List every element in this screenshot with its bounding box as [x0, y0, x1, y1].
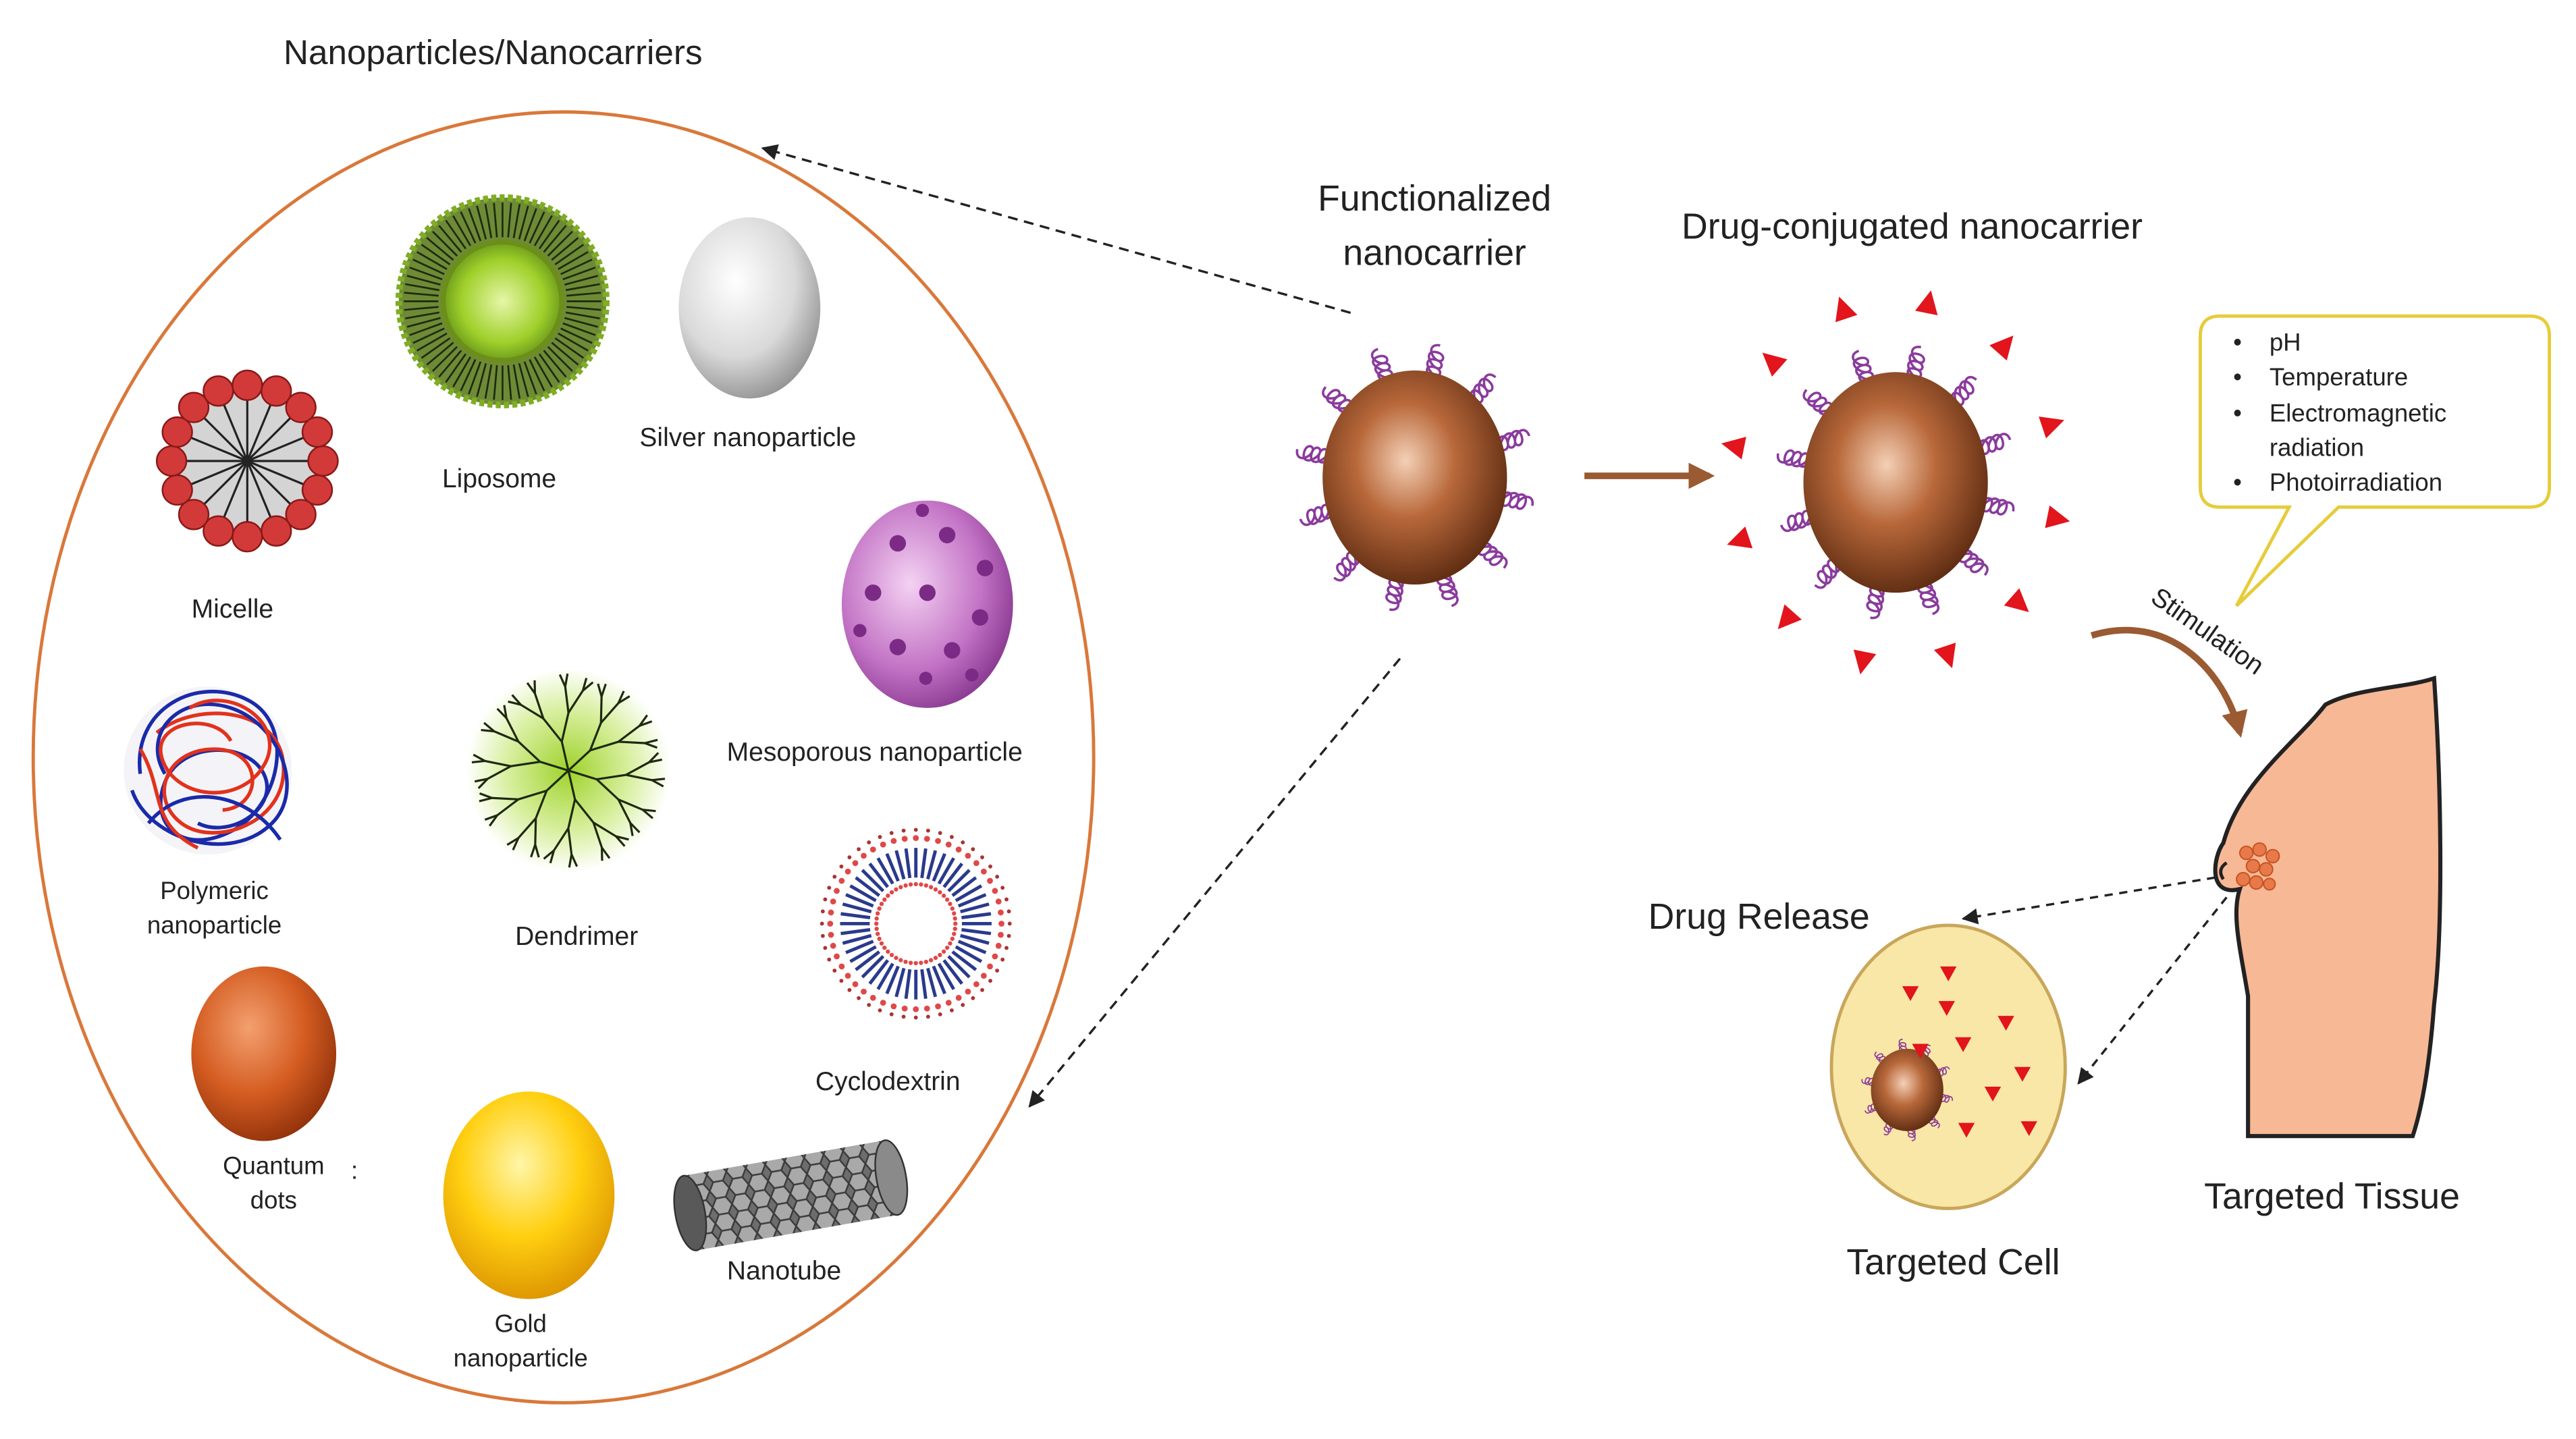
panel-title: Nanoparticles/Nanocarriers: [284, 33, 703, 72]
targeted-tissue-label: Targeted Tissue: [2204, 1176, 2460, 1216]
nanotube-label: Nanotube: [727, 1256, 841, 1285]
dashed-arrow-to-panel-top: [761, 144, 1351, 315]
svg-text:•: •: [2233, 363, 2242, 391]
quantum-dots-illustration: [191, 966, 337, 1141]
mesoporous-nanoparticle-label: Mesoporous nanoparticle: [727, 738, 1023, 767]
svg-text:•: •: [2233, 329, 2242, 356]
dashed-arrow-to-cell: [2077, 896, 2228, 1085]
gold-label-line1: Gold: [495, 1309, 547, 1337]
stimulus-radiation: radiation: [2270, 434, 2364, 462]
liposome-label: Liposome: [442, 464, 556, 493]
drug-conjugated-label: Drug-conjugated nanocarrier: [1682, 207, 2143, 247]
functionalized-nanocarrier: [1294, 342, 1536, 613]
drug-release-label: Drug Release: [1648, 896, 1870, 937]
targeted-cell-label: Targeted Cell: [1846, 1242, 2060, 1282]
stimulus-electromagnetic: Electromagnetic: [2270, 399, 2446, 427]
stimuli-callout: [2198, 314, 2551, 607]
dendrimer-illustration: [466, 668, 671, 873]
micelle-illustration: [155, 369, 339, 553]
nanotube-illustration: [673, 1139, 909, 1251]
gold-nanoparticle-illustration: [443, 1091, 615, 1299]
dashed-arrow-to-panel-bottom: [1028, 657, 1401, 1108]
tumor-cluster: [2236, 842, 2280, 891]
drug-conjugated-nanocarrier: [1721, 290, 2070, 675]
cyclodextrin-illustration: [820, 827, 1012, 1020]
micelle-label: Micelle: [192, 595, 273, 624]
cyclodextrin-label: Cyclodextrin: [815, 1067, 961, 1096]
stimuli-list: • pH • Temperature • Electromagnetic rad…: [2233, 329, 2446, 496]
dendrimer-label: Dendrimer: [515, 922, 638, 951]
quantum-label-line1: Quantum: [223, 1151, 324, 1179]
functionalized-core: [1322, 370, 1507, 585]
silver-nanoparticle-illustration: [678, 217, 821, 399]
stimulus-ph: pH: [2270, 329, 2301, 356]
stimulus-photoirradiation: Photoirradiation: [2270, 468, 2442, 496]
stimulation-arrow: [2090, 626, 2248, 738]
functionalized-label-line2: nanocarrier: [1343, 233, 1526, 273]
nanocarrier-panel-ellipse: [31, 110, 1096, 1405]
gold-label-line2: nanoparticle: [454, 1345, 588, 1372]
svg-text:•: •: [2233, 468, 2242, 496]
liposome-illustration: [395, 194, 610, 408]
stimulus-temperature: Temperature: [2270, 363, 2408, 391]
svg-text:•: •: [2233, 399, 2242, 427]
quantum-label-line2: dots: [250, 1186, 297, 1214]
stray-colon-mark: :: [351, 1157, 358, 1185]
polymeric-label-line2: nanoparticle: [147, 911, 281, 939]
dashed-arrow-to-drug-release: [1961, 876, 2216, 925]
targeted-cell-illustration: [1829, 923, 2067, 1210]
polymeric-label-line1: Polymeric: [160, 877, 269, 904]
functionalized-label-line1: Functionalized: [1318, 178, 1551, 219]
targeted-tissue-illustration: [2213, 675, 2443, 1139]
mesoporous-nanoparticle-illustration: [841, 500, 1013, 708]
nipple: [2219, 861, 2228, 880]
polymeric-nanoparticle-illustration: [124, 686, 292, 855]
silver-nanoparticle-label: Silver nanoparticle: [639, 423, 856, 452]
drug-conjugated-core: [1803, 372, 1988, 593]
